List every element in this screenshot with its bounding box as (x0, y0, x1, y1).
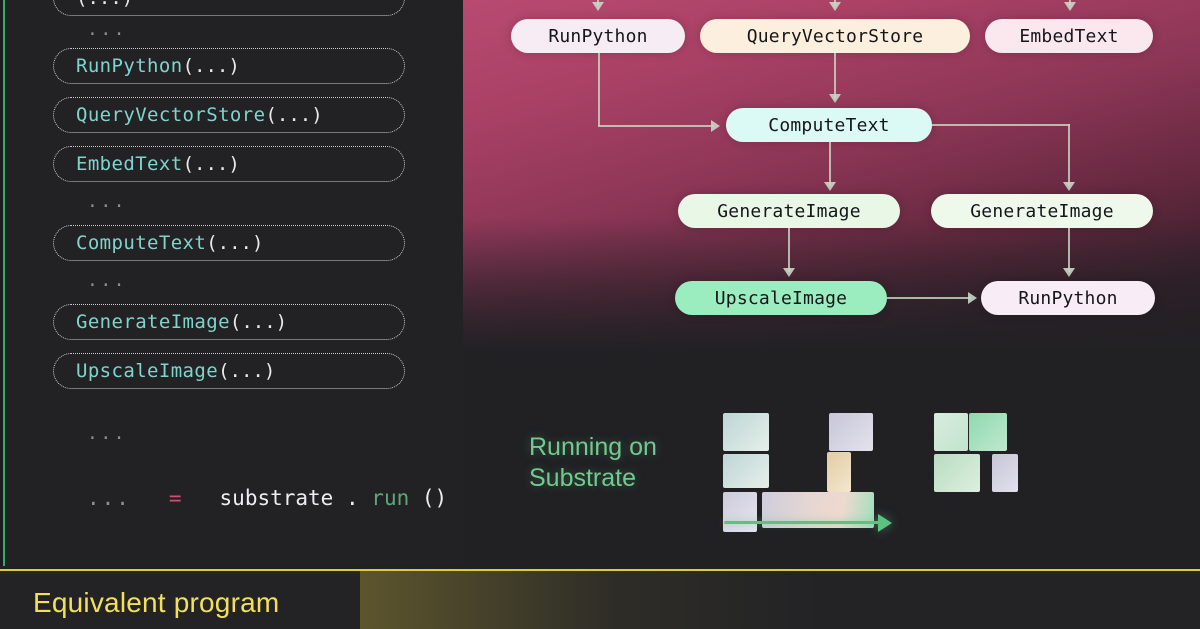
tile (723, 454, 769, 488)
code-call-args: (...) (76, 0, 133, 9)
code-call-fn: RunPython (76, 55, 183, 77)
code-ellipsis: ... (87, 423, 128, 444)
graph-node-computetext[interactable]: ComputeText (726, 108, 932, 142)
graph-arrow-rp-ct (711, 120, 720, 132)
status-label: Running on Substrate (529, 433, 657, 492)
code-call-fn: ComputeText (76, 232, 207, 254)
graph-edge-ct-gi1 (829, 142, 831, 186)
code-call-pill-runpython[interactable]: RunPython (...) (53, 48, 405, 84)
graph-arrow-ui-rp2 (968, 292, 977, 304)
graph-edge-gi1-ui (788, 228, 790, 272)
code-call-pill-embedtext[interactable]: EmbedText (...) (53, 146, 405, 182)
code-call-args: (...) (206, 232, 264, 254)
graph-node-queryvectorstore[interactable]: QueryVectorStore (700, 19, 970, 53)
graph-edge-ct-gi2-v (1068, 124, 1070, 186)
code-run-separator: . (345, 486, 359, 510)
left-gutter (0, 0, 3, 566)
code-call-args: (...) (218, 360, 276, 382)
graph-edge-gi2-rp2 (1068, 228, 1070, 272)
tile (723, 492, 757, 532)
graph-edge-ui-rp2 (887, 297, 971, 299)
graph-edge-rp-ct-v (598, 53, 600, 126)
code-run-parens: () (421, 486, 448, 510)
tile (934, 454, 980, 492)
code-run-module: substrate (219, 486, 334, 510)
graph-node-embedtext[interactable]: EmbedText (985, 19, 1153, 53)
code-call-args: (...) (265, 104, 323, 126)
graph-arrow-ct-gi1 (824, 182, 836, 191)
graph-arrow-gi1-ui (783, 268, 795, 277)
code-ellipsis: ... (87, 270, 128, 291)
code-call-fn: EmbedText (76, 153, 183, 175)
caption-label: Equivalent program (33, 587, 280, 618)
code-ellipsis: ... (87, 191, 128, 212)
tile (969, 413, 1007, 451)
code-call-fn: GenerateImage (76, 311, 230, 333)
code-call-pill-computetext[interactable]: ComputeText (...) (53, 225, 405, 261)
graph-node-upscaleimage[interactable]: UpscaleImage (675, 281, 887, 315)
flow-arrow-head-icon (878, 514, 892, 532)
code-run-operator: = (168, 486, 182, 510)
code-call-pill-upscaleimage[interactable]: UpscaleImage (...) (53, 353, 405, 389)
graph-edge-qvs-ct (834, 53, 836, 99)
code-call-fn: QueryVectorStore (76, 104, 266, 126)
tile (723, 413, 769, 451)
code-run-line: ... = substrate . run () (87, 486, 447, 510)
graph-edge-rp-ct-h (598, 125, 714, 127)
graph-arrow-in-2 (829, 2, 841, 11)
tile (827, 452, 851, 492)
graph-edge-ct-gi2-h (932, 124, 1070, 126)
code-run-lhs: ... (87, 486, 131, 510)
code-call-args: (...) (182, 55, 240, 77)
graph-node-generateimage-2[interactable]: GenerateImage (931, 194, 1153, 228)
code-call-args: (...) (229, 311, 288, 333)
code-call-args: (...) (182, 153, 240, 175)
graph-arrow-gi2-rp2 (1063, 268, 1075, 277)
code-call-fn: UpscaleImage (76, 360, 219, 382)
left-accent-line (3, 0, 5, 566)
code-call-pill[interactable]: (...) (53, 0, 405, 16)
graph-arrow-qvs-ct (829, 94, 841, 103)
tile (992, 454, 1018, 492)
graph-arrow-ct-gi2 (1063, 182, 1075, 191)
caption-glow (360, 571, 820, 629)
flow-arrow-line (724, 521, 882, 524)
graph-node-generateimage-1[interactable]: GenerateImage (678, 194, 900, 228)
code-panel: (...) ... RunPython (...) QueryVectorSto… (5, 0, 463, 566)
tile (934, 413, 968, 451)
code-call-pill-generateimage[interactable]: GenerateImage (...) (53, 304, 405, 340)
caption-bar: Equivalent program (0, 569, 1200, 629)
graph-arrow-in-1 (592, 2, 604, 11)
graph-arrow-in-3 (1064, 2, 1076, 11)
graph-panel: RunPython QueryVectorStore EmbedText Com… (463, 0, 1200, 352)
code-run-method: run (371, 486, 410, 510)
code-call-pill-queryvectorstore[interactable]: QueryVectorStore (...) (53, 97, 405, 133)
graph-node-runpython-1[interactable]: RunPython (511, 19, 685, 53)
code-ellipsis: ... (87, 19, 128, 40)
graph-node-runpython-2[interactable]: RunPython (981, 281, 1155, 315)
tile (829, 413, 873, 451)
